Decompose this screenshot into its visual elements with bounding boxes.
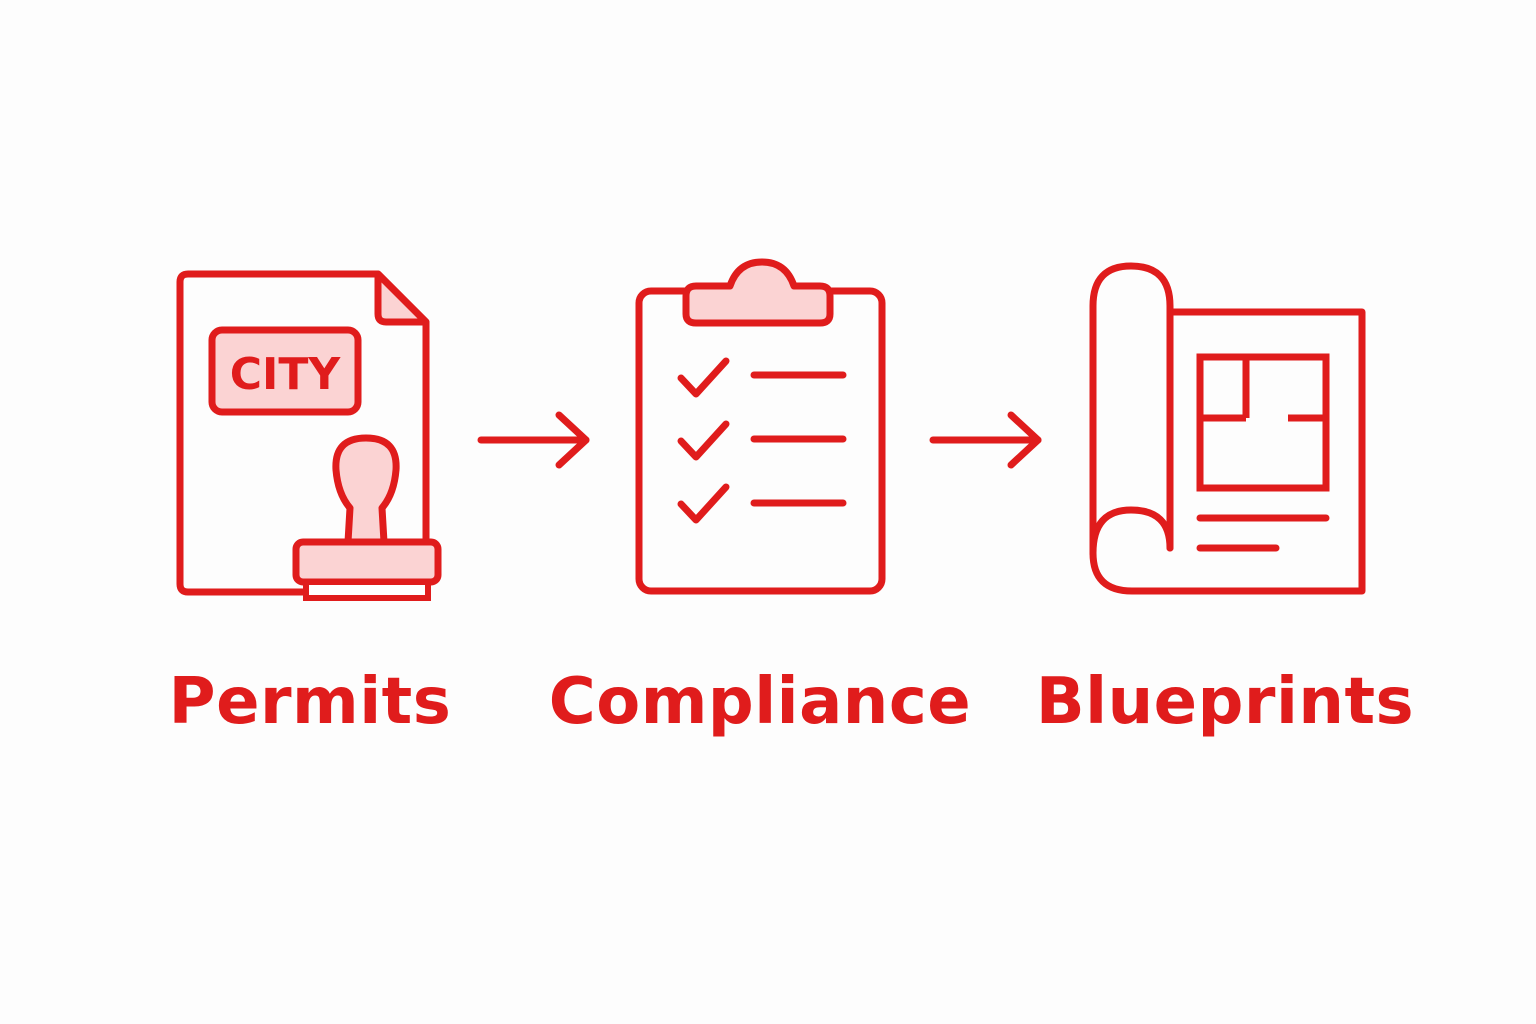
step-label-compliance: Compliance — [548, 665, 972, 739]
blueprint-scroll-icon — [1089, 262, 1366, 595]
step-label-blueprints: Blueprints — [1035, 665, 1415, 739]
arrow-right-icon — [477, 411, 590, 469]
city-badge-text: CITY — [230, 349, 342, 400]
arrow-right-icon — [929, 411, 1042, 469]
permit-document-stamp-icon: CITY — [176, 270, 442, 601]
step-label-permits: Permits — [168, 665, 452, 739]
checklist-clipboard-icon — [635, 258, 886, 595]
